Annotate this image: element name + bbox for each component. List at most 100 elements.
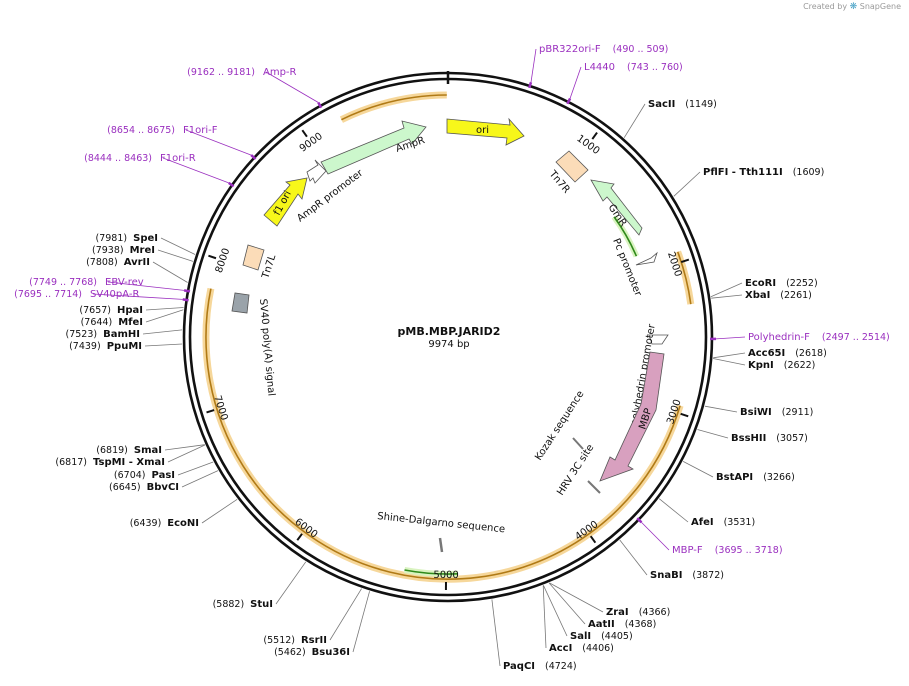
enzyme-site-label[interactable]: BbvCI(6645)	[109, 482, 179, 493]
enzyme-site-label[interactable]: AatII(4368)	[588, 619, 656, 630]
primer-range: (3695 .. 3718)	[715, 545, 783, 556]
feature-sv40-polya-signal[interactable]: SV40 poly(A) signal	[231, 292, 276, 397]
primer-label[interactable]: Amp-R(9162 .. 9181)	[187, 67, 296, 78]
primer-label[interactable]: pBR322ori-F(490 .. 509)	[539, 44, 668, 55]
feature-tn7r[interactable]: Tn7R	[546, 150, 589, 196]
feature-label: Tn7L	[260, 253, 278, 281]
enzyme-leader-line	[352, 591, 370, 653]
primer-label[interactable]: SV40pA-R(7695 .. 7714)	[14, 289, 139, 300]
enzyme-name: BsiWI	[740, 407, 772, 418]
enzyme-leader-line	[160, 237, 196, 255]
enzyme-position: (4368)	[625, 619, 657, 630]
enzyme-name: BssHII	[731, 433, 766, 444]
enzyme-position: (4724)	[545, 661, 577, 672]
enzyme-site-label[interactable]: HpaI(7657)	[79, 305, 143, 316]
enzyme-name: BbvCI	[147, 482, 179, 493]
primer-mark	[227, 181, 235, 188]
enzyme-site-label[interactable]: RsrII(5512)	[263, 635, 327, 646]
primer-label[interactable]: MBP-F(3695 .. 3718)	[672, 545, 783, 556]
enzyme-site-label[interactable]: PflFI - Tth111I(1609)	[703, 167, 824, 178]
primer-mark	[317, 101, 323, 109]
primer-label[interactable]: EBV-rev(7749 .. 7768)	[29, 277, 144, 288]
enzyme-name: EcoRI	[745, 278, 776, 289]
enzyme-site-label[interactable]: PasI (6704)	[114, 470, 175, 481]
enzyme-site-label[interactable]: BsiWI (2911)	[740, 407, 813, 418]
enzyme-site-label[interactable]: ZraI(4366)	[606, 607, 670, 618]
enzyme-site-label[interactable]: SpeI(7981)	[96, 233, 158, 244]
enzyme-name: StuI	[250, 599, 273, 610]
enzyme-name: PasI	[152, 470, 175, 481]
primer-label[interactable]: F1ori-F(8654 .. 8675)	[107, 125, 218, 136]
enzyme-name: SacII	[648, 99, 675, 110]
enzyme-leader-line	[623, 103, 646, 138]
enzyme-site-label[interactable]: AccI(4406)	[549, 643, 614, 654]
feature-ampr[interactable]: AmpR	[320, 120, 427, 175]
enzyme-leader-line	[142, 329, 183, 335]
enzyme-leader-line	[167, 444, 206, 463]
feature-hrv-3c-site[interactable]: HRV 3C site	[555, 443, 601, 498]
feature-label: AmpR promoter	[295, 167, 366, 224]
gmr-region-arc-line	[613, 216, 638, 257]
primer-name: F1ori-R	[160, 153, 196, 164]
shine-dalgarno-region-arc-line	[404, 569, 459, 575]
feature-ori[interactable]: ori	[446, 117, 525, 146]
primer-name: L4440	[584, 62, 615, 73]
enzyme-site-label[interactable]: BamHI(7523)	[66, 329, 140, 340]
enzyme-leader-line	[275, 561, 307, 605]
enzyme-name: SpeI	[133, 233, 158, 244]
enzyme-site-label[interactable]: BstAPI(3266)	[716, 472, 795, 483]
highlight-arcs	[202, 91, 695, 583]
enzyme-site-label[interactable]: MreI(7938)	[92, 245, 155, 256]
enzyme-site-label[interactable]: SalI(4405)	[570, 631, 633, 642]
enzyme-site-label[interactable]: Bsu36I(5462)	[274, 647, 350, 658]
enzyme-site-label[interactable]: PaqCI(4724)	[503, 661, 577, 672]
feature-label: Shine-Dalgarno sequence	[377, 511, 506, 535]
enzyme-leader-line	[673, 171, 701, 197]
feature-tn7l[interactable]: Tn7L	[242, 244, 279, 281]
enzyme-leader-line	[682, 461, 714, 478]
primer-label[interactable]: L4440 (743 .. 760)	[584, 62, 683, 73]
primer-leader-line	[569, 66, 582, 99]
primer-range: (743 .. 760)	[627, 62, 683, 73]
enzyme-leader-line	[144, 343, 183, 347]
enzyme-site-label[interactable]: AfeI(3531)	[691, 517, 755, 528]
feature-kozak-sequence[interactable]: Kozak sequence	[533, 389, 586, 463]
enzyme-name: SnaBI	[650, 570, 682, 581]
enzyme-site-label[interactable]: AvrII(7808)	[86, 257, 150, 268]
enzyme-site-label[interactable]: XbaI(2261)	[745, 290, 812, 301]
enzyme-site-label[interactable]: SacII(1149)	[648, 99, 717, 110]
enzyme-site-label[interactable]: EcoRI(2252)	[745, 278, 818, 289]
enzyme-leader-line	[697, 429, 729, 439]
enzyme-position: (2911)	[782, 407, 814, 418]
enzyme-position: (6704)	[114, 470, 146, 481]
enzyme-position: (2622)	[784, 360, 816, 371]
enzyme-site-label[interactable]: KpnI (2622)	[748, 360, 815, 371]
enzyme-site-label[interactable]: MfeI(7644)	[81, 317, 143, 328]
feature-gmr[interactable]: GmR	[590, 179, 643, 236]
tick-mark	[591, 131, 598, 140]
primer-mark	[566, 97, 572, 105]
enzyme-name: AvrII	[124, 257, 150, 268]
tick-label: 8000	[214, 247, 233, 275]
enzyme-position: (4406)	[582, 643, 614, 654]
primer-label[interactable]: Polyhedrin-F(2497 .. 2514)	[748, 332, 890, 343]
enzyme-position: (7644)	[81, 317, 113, 328]
primer-name: pBR322ori-F	[539, 44, 601, 55]
feature-shine-dalgarno-sequence[interactable]: Shine-Dalgarno sequence	[377, 511, 506, 553]
enzyme-site-label[interactable]: SnaBI(3872)	[650, 570, 724, 581]
enzyme-leader-line	[704, 405, 738, 413]
enzyme-site-label[interactable]: PpuMI(7439)	[69, 341, 142, 352]
enzyme-name: SmaI	[134, 445, 162, 456]
enzyme-site-label[interactable]: Acc65I(2618)	[748, 348, 827, 359]
enzyme-name: KpnI	[748, 360, 774, 371]
enzyme-position: (7657)	[79, 305, 111, 316]
enzyme-site-label[interactable]: TspMI - XmaI(6817)	[55, 457, 165, 468]
enzyme-site-label[interactable]: BssHII(3057)	[731, 433, 808, 444]
ampr-region-arc-line	[341, 94, 447, 121]
primer-name: Amp-R	[263, 67, 297, 78]
enzyme-position: (2261)	[780, 290, 812, 301]
primer-label[interactable]: F1ori-R(8444 .. 8463)	[84, 153, 196, 164]
enzyme-site-label[interactable]: SmaI(6819)	[96, 445, 162, 456]
enzyme-site-label[interactable]: EcoNI(6439)	[130, 518, 199, 529]
enzyme-site-label[interactable]: StuI(5882)	[213, 599, 273, 610]
